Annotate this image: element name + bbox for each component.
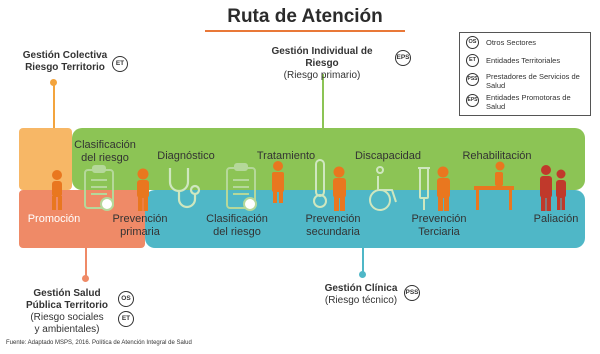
label-diagnostico: Diagnóstico bbox=[157, 150, 215, 162]
clipboard-icon bbox=[226, 163, 257, 211]
connector-dot-colectiva bbox=[50, 79, 57, 86]
clipboard-icon bbox=[84, 165, 114, 211]
gestion-salud-title: Gestión Salud Pública Territorio (Riesgo… bbox=[20, 288, 114, 336]
gestion-colectiva-line1: Gestión Colectiva bbox=[22, 50, 108, 61]
label-prevencion-secundaria: Prevención secundaria bbox=[305, 213, 361, 238]
connector-dot-clinica bbox=[359, 271, 366, 278]
legend-text: Otros Sectores bbox=[486, 38, 537, 47]
label-prevencion-primaria: Prevención primaria bbox=[112, 213, 168, 238]
label-clasificacion-bottom: Clasificación del riesgo bbox=[206, 213, 268, 238]
thermometer-icon bbox=[313, 159, 327, 208]
badge-eps: EPS bbox=[395, 50, 411, 66]
person-walking-icon bbox=[52, 170, 62, 210]
connector-dot-salud bbox=[82, 275, 89, 282]
connector-gestion-colectiva bbox=[53, 82, 55, 128]
connector-gestion-clinica bbox=[362, 248, 364, 273]
gestion-clinica-line1: Gestión Clínica bbox=[324, 283, 398, 294]
gestion-colectiva-title: Gestión Colectiva Riesgo Territorio bbox=[20, 50, 110, 74]
badge-pss: PSS bbox=[404, 285, 420, 301]
gestion-individual-line2: (Riesgo primario) bbox=[283, 70, 361, 81]
title-underline bbox=[205, 30, 405, 32]
legend-text: Prestadores de Servicios de Salud bbox=[486, 72, 580, 90]
gestion-individual-line1: Gestión Individual de Riesgo bbox=[271, 46, 373, 69]
connector-gestion-salud bbox=[85, 248, 87, 278]
source-footnote: Fuente: Adaptado MSPS, 2016. Política de… bbox=[6, 340, 192, 346]
legend-badge: ET bbox=[466, 54, 479, 67]
label-paliacion: Paliación bbox=[533, 213, 579, 225]
badge-os: OS bbox=[118, 291, 134, 307]
label-discapacidad: Discapacidad bbox=[354, 150, 422, 162]
gestion-salud-line4: y ambientales) bbox=[34, 324, 100, 335]
person-standing-icon bbox=[137, 168, 149, 211]
person-standing-icon bbox=[437, 166, 450, 211]
gestion-salud-line2: Pública Territorio bbox=[25, 300, 109, 311]
gestion-colectiva-line2: Riesgo Territorio bbox=[25, 62, 105, 73]
label-clasificacion-top: Clasificación del riesgo bbox=[74, 139, 136, 164]
legend-badge: EPS bbox=[466, 94, 479, 107]
gestion-salud-line1: Gestión Salud bbox=[33, 288, 101, 299]
legend-text: Entidades Promotoras de Salud bbox=[486, 93, 571, 111]
legend-text: Entidades Territoriales bbox=[486, 56, 561, 65]
label-tratamiento: Tratamiento bbox=[256, 150, 316, 162]
badge-et: ET bbox=[112, 56, 128, 72]
label-promocion: Promoción bbox=[27, 213, 81, 225]
rehabilitation-icon bbox=[474, 161, 514, 210]
stethoscope-icon bbox=[168, 168, 201, 209]
syringe-icon bbox=[418, 167, 430, 210]
legend-badge: OS bbox=[466, 36, 479, 49]
gestion-clinica-title: Gestión Clínica (Riesgo técnico) bbox=[318, 283, 404, 307]
label-rehabilitacion: Rehabilitación bbox=[462, 150, 532, 162]
family-icon bbox=[540, 165, 566, 211]
wheelchair-icon bbox=[369, 166, 397, 211]
gestion-clinica-line2: (Riesgo técnico) bbox=[324, 295, 398, 306]
band-salmon bbox=[19, 190, 145, 248]
legend-badge: PSS bbox=[466, 73, 479, 86]
band-orange-top bbox=[19, 128, 72, 190]
gestion-individual-title: Gestión Individual de Riesgo (Riesgo pri… bbox=[254, 46, 390, 82]
doctor-icon bbox=[272, 161, 284, 203]
legend-box: OS Otros Sectores ET Entidades Territori… bbox=[459, 32, 591, 116]
badge-et: ET bbox=[118, 311, 134, 327]
connector-gestion-individual bbox=[322, 74, 324, 128]
diagram-title: Ruta de Atención bbox=[227, 6, 383, 27]
label-prevencion-terciaria: Prevención Terciaria bbox=[411, 213, 467, 238]
person-sick-icon bbox=[333, 166, 346, 211]
gestion-salud-line3: (Riesgo sociales bbox=[30, 312, 104, 323]
